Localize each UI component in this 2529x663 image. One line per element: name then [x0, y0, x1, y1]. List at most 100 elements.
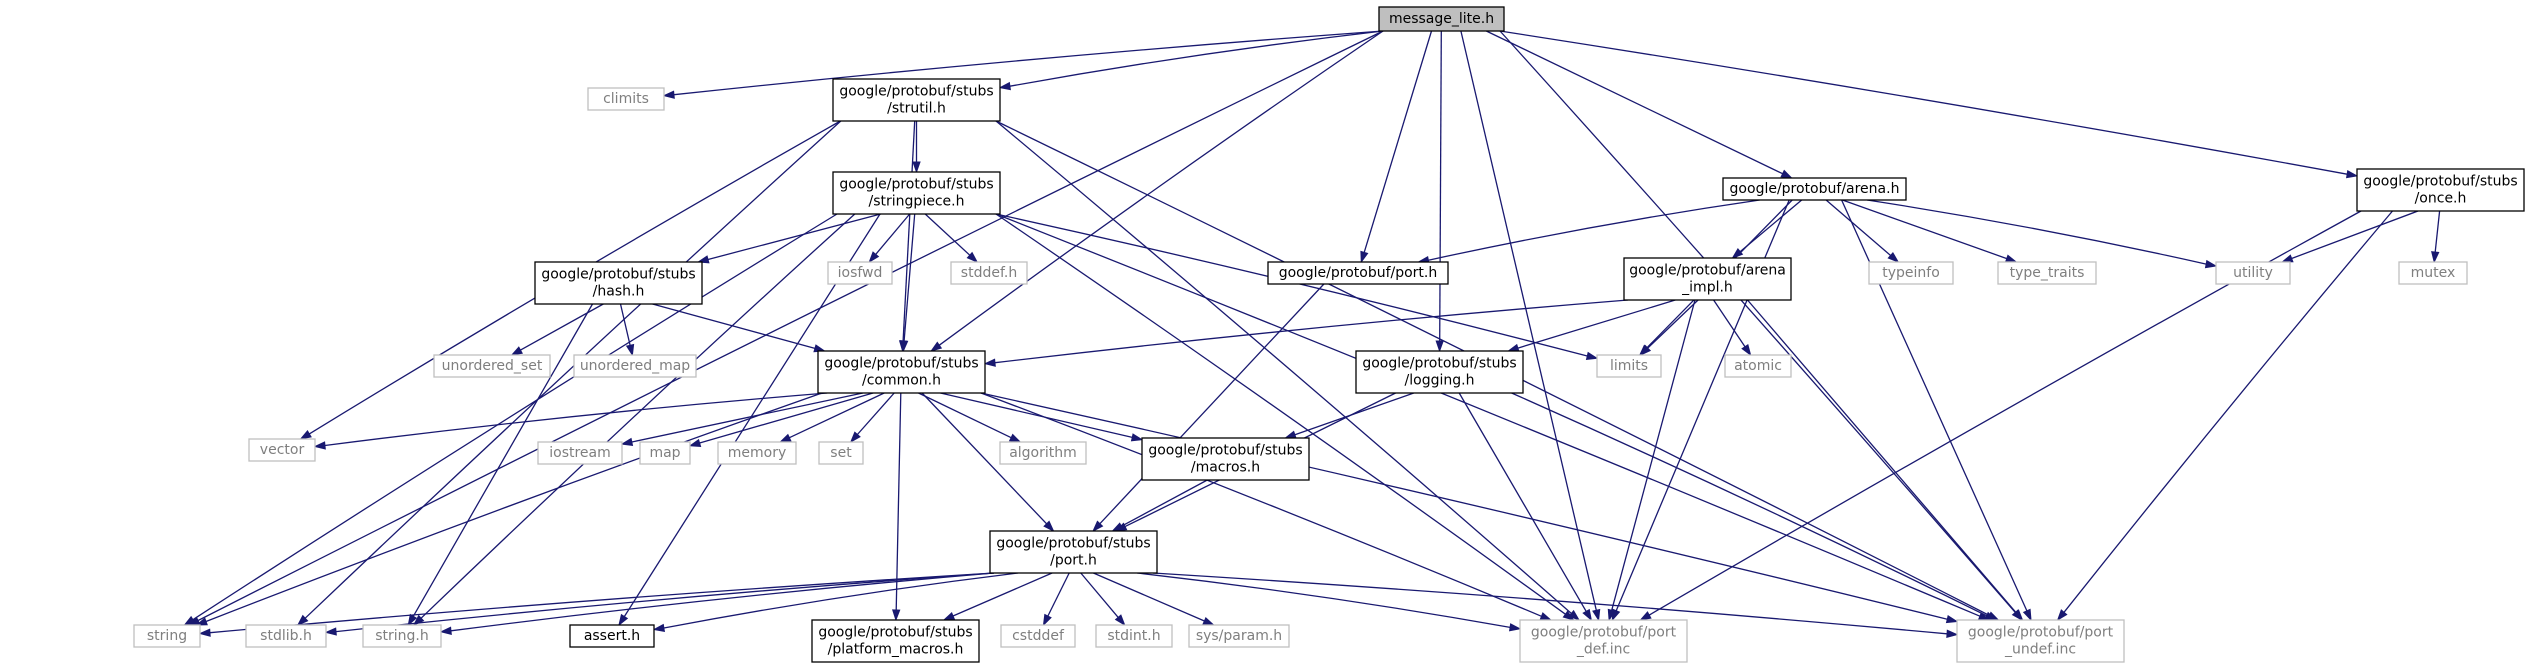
node-label: /common.h	[862, 373, 941, 389]
node-stubs-port-h[interactable]: google/protobuf/stubs/port.h	[989, 530, 1158, 574]
edge-stubs_once_h-to-utility	[2291, 210, 2419, 260]
edge-stubs_port_h-to-stubs_platform_macros_h	[952, 572, 1053, 617]
arrowhead-stubs_hash_h-to-unordered_set	[510, 346, 523, 356]
node-stubs-logging-h[interactable]: google/protobuf/stubs/logging.h	[1355, 350, 1524, 394]
node-box	[362, 624, 442, 648]
edge-stubs_port_h-to-port_def_inc	[1137, 572, 1511, 629]
edge-stubs_stringpiece_h-to-iosfwd	[875, 213, 911, 255]
node-cstddef: cstddef	[1000, 624, 1076, 648]
node-algorithm: algorithm	[999, 441, 1087, 465]
node-label: vector	[260, 442, 305, 458]
node-arena-h[interactable]: google/protobuf/arena.h	[1722, 177, 1907, 201]
arrowhead-stubs_once_h-to-utility	[2280, 254, 2294, 263]
node-assert-h[interactable]: assert.h	[569, 624, 655, 648]
node-label: algorithm	[1009, 445, 1077, 461]
node-label: climits	[603, 91, 649, 107]
edge-stubs_common_h-to-stubs_platform_macros_h	[895, 392, 902, 611]
node-label: stdint.h	[1107, 628, 1160, 644]
edge-message_lite_h-to-arena_h	[1486, 30, 1783, 175]
edge-stubs_strutil_h-to-stdlib_h	[304, 120, 842, 619]
arrowhead-stubs_stringpiece_h-to-iosfwd	[868, 251, 880, 264]
node-box	[1596, 354, 1662, 378]
arrowhead-stubs_logging_h-to-port_def_inc	[1582, 608, 1593, 622]
node-label: /strutil.h	[887, 101, 946, 117]
node-port-def-inc: google/protobuf/port_def.inc	[1519, 619, 1688, 663]
arrowhead-stubs_stringpiece_h-to-stddef_h	[966, 251, 979, 264]
node-memory: memory	[717, 441, 797, 465]
edge-stubs_port_h-to-stdlib_h	[335, 572, 995, 633]
arrowhead-stubs_common_h-to-port_undef_inc	[1945, 614, 1959, 624]
edge-stubs_common_h-to-string	[205, 392, 823, 623]
arrowhead-stubs_port_h-to-stubs_platform_macros_h	[942, 611, 956, 621]
arrowhead-stubs_port_h-to-port_def_inc	[1509, 623, 1522, 632]
edge-stubs_common_h-to-set	[856, 392, 895, 435]
node-label: iostream	[549, 445, 611, 461]
node-box	[534, 261, 703, 305]
node-label: unordered_set	[442, 358, 543, 374]
node-stubs-platform-macros-h[interactable]: google/protobuf/stubs/platform_macros.h	[811, 619, 980, 663]
node-label: google/protobuf/stubs	[824, 356, 978, 372]
node-arena-impl-h[interactable]: google/protobuf/arena_impl.h	[1623, 257, 1792, 301]
node-label: /stringpiece.h	[869, 194, 965, 210]
edge-arena_h-to-utility	[1867, 199, 2207, 265]
edge-message_lite_h-to-port_h	[1363, 30, 1433, 253]
node-stubs-common-h[interactable]: google/protobuf/stubs/common.h	[817, 350, 986, 394]
node-stubs-once-h[interactable]: google/protobuf/stubs/once.h	[2356, 168, 2525, 212]
node-stddef-h: stddef.h	[950, 261, 1028, 285]
node-label: /platform_macros.h	[828, 642, 964, 658]
edges-layer	[183, 30, 2441, 638]
node-stubs-macros-h[interactable]: google/protobuf/stubs/macros.h	[1141, 437, 1310, 481]
node-box	[1000, 624, 1076, 648]
arrowhead-arena_impl_h-to-stubs_common_h	[983, 358, 996, 367]
node-message-lite-h[interactable]: message_lite.h	[1378, 6, 1505, 32]
node-box	[1724, 354, 1792, 378]
arrowhead-arena_h-to-utility	[2204, 259, 2218, 269]
edge-message_lite_h-to-string	[197, 30, 1384, 622]
arrowhead-stubs_port_h-to-cstddef	[1042, 613, 1052, 627]
edge-stubs_logging_h-to-port_def_inc	[1458, 392, 1587, 612]
arrowhead-stubs_common_h-to-map	[688, 438, 702, 447]
edge-stubs_macros_h-to-stubs_port_h	[1120, 479, 1208, 527]
edge-arena_impl_h-to-stubs_logging_h	[1517, 299, 1676, 349]
edge-stubs_once_h-to-port_undef_inc	[2063, 210, 2393, 613]
edge-arena_h-to-port_def_inc	[1615, 199, 1790, 612]
arrowhead-arena_h-to-typeinfo	[1887, 251, 1900, 263]
edge-stubs_hash_h-to-unordered_set	[520, 303, 604, 351]
node-stubs-strutil-h[interactable]: google/protobuf/stubs/strutil.h	[832, 78, 1001, 122]
edge-stubs_common_h-to-vector	[324, 392, 828, 447]
node-label: google/protobuf/stubs	[2363, 174, 2517, 190]
node-unordered-map: unordered_map	[573, 354, 697, 378]
node-label: /hash.h	[593, 284, 645, 300]
arrowhead-arena_impl_h-to-port_undef_inc	[2012, 609, 2024, 622]
node-box	[832, 171, 1001, 215]
node-label: stdlib.h	[260, 628, 312, 644]
node-box	[1997, 261, 2097, 285]
node-label: cstddef	[1012, 628, 1065, 644]
arrowhead-stubs_stringpiece_h-to-port_def_inc	[1562, 610, 1575, 621]
node-label: unordered_map	[580, 358, 690, 374]
node-box	[248, 438, 316, 462]
node-port-h[interactable]: google/protobuf/port.h	[1267, 261, 1449, 285]
arrowhead-message_lite_h-to-stubs_once_h	[2345, 170, 2359, 179]
edge-stubs_port_h-to-string	[209, 572, 995, 634]
edge-stubs_common_h-to-memory	[789, 392, 885, 439]
node-stubs-hash-h[interactable]: google/protobuf/stubs/hash.h	[534, 261, 703, 305]
edge-stubs_stringpiece_h-to-port_undef_inc	[995, 213, 1981, 617]
node-label: _def.inc	[1576, 642, 1630, 658]
edge-arena_impl_h-to-limits	[1647, 299, 1699, 349]
edge-stubs_common_h-to-algorithm	[918, 392, 1012, 439]
node-sys-param-h: sys/param.h	[1188, 624, 1290, 648]
edge-message_lite_h-to-stubs_common_h	[938, 30, 1384, 346]
node-label: google/protobuf/arena	[1629, 263, 1786, 279]
node-mutex: mutex	[2398, 261, 2468, 285]
arrowhead-stubs_once_h-to-mutex	[2431, 251, 2440, 264]
node-box	[818, 441, 864, 465]
arrowhead-stubs_port_h-to-stdlib_h	[324, 627, 337, 636]
node-label: google/protobuf/port	[1968, 625, 2114, 641]
arrowhead-stubs_common_h-to-iostream	[620, 437, 634, 446]
arrowhead-stubs_stringpiece_h-to-limits	[1585, 351, 1599, 360]
node-stubs-stringpiece-h[interactable]: google/protobuf/stubs/stringpiece.h	[832, 171, 1001, 215]
node-stdint-h: stdint.h	[1095, 624, 1173, 648]
edge-arena_h-to-typeinfo	[1825, 199, 1892, 256]
arrowhead-arena_impl_h-to-atomic	[1741, 343, 1752, 357]
